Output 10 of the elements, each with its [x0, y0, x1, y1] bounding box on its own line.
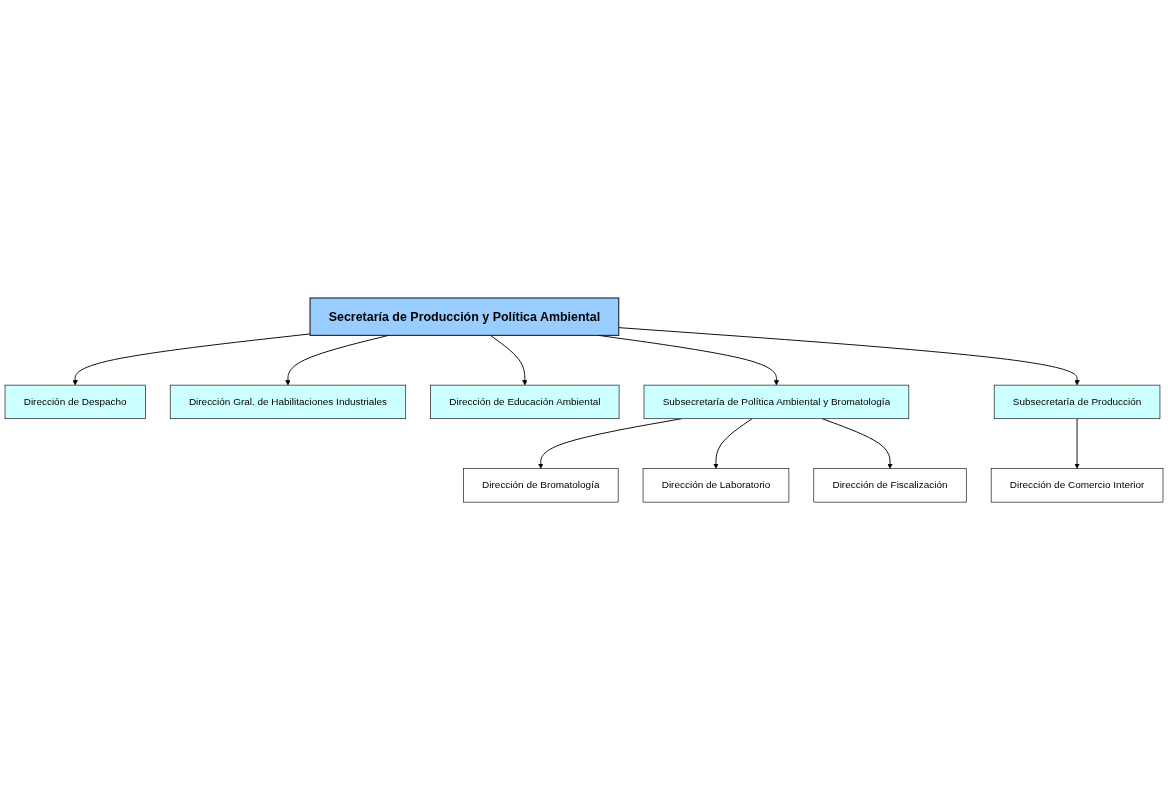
node-box: Dirección de Despacho [4, 385, 146, 420]
node-box: Dirección de Comercio Interior [990, 468, 1164, 503]
node-box: Dirección Gral. de Habilitaciones Industriales [169, 385, 407, 420]
node-box: Dirección de Bromatología [463, 468, 619, 503]
node-box: Subsecretaría de Producción [993, 385, 1161, 420]
node-box: Subsecretaría de Política Ambiental y Bromatología [643, 385, 910, 420]
node-box: Secretaría de Producción y Política Ambiental [309, 297, 620, 337]
node-box: Dirección de Laboratorio [642, 468, 790, 503]
node-box: Dirección de Educación Ambiental [430, 385, 620, 420]
node-box: Dirección de Fiscalización [813, 468, 967, 503]
